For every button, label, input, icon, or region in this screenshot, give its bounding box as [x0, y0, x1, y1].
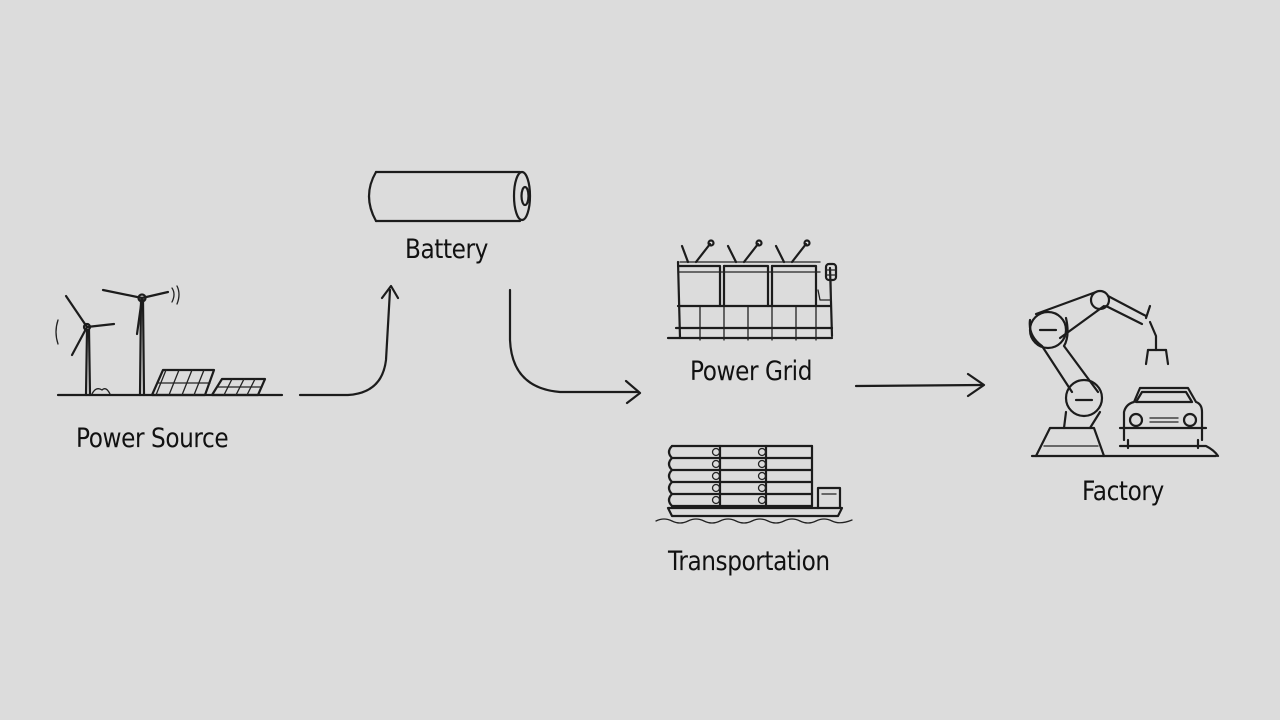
- battery-cell-icon: [367, 170, 532, 223]
- battery-label: Battery: [405, 234, 488, 265]
- arrow-grid-to-factory: [854, 372, 986, 398]
- transportation-label: Transportation: [668, 546, 830, 577]
- power-grid-label: Power Grid: [690, 356, 813, 387]
- wind-solar-icon: [55, 285, 284, 397]
- power-source-label: Power Source: [76, 423, 229, 454]
- factory-label: Factory: [1082, 476, 1164, 507]
- arrow-battery-to-grid: [508, 288, 642, 405]
- grid-storage-icon: [666, 239, 838, 341]
- robot-arm-car-icon: [1028, 289, 1220, 458]
- cargo-ship-icon: [655, 444, 853, 524]
- arrow-source-to-battery: [298, 284, 400, 397]
